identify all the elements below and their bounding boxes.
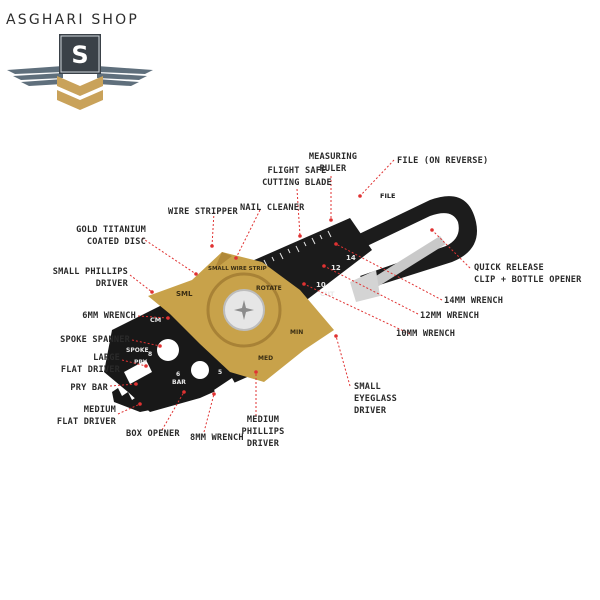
- callout-nail-cleaner: NAIL CLEANER: [240, 203, 305, 213]
- mark-file: FILE: [380, 192, 395, 200]
- callout-12mm-wrench: 12MM WRENCH: [420, 311, 480, 321]
- callout-box-opener: BOX OPENER: [126, 429, 180, 439]
- callout-small-eyeglass: SMALL EYEGLASS DRIVER: [354, 382, 397, 416]
- mark-fourteen: 14: [346, 254, 356, 262]
- callout-flight-safe-blade: FLIGHT SAFE CUTTING BLADE: [262, 166, 332, 188]
- callout-quick-release: QUICK RELEASE CLIP + BOTTLE OPENER: [474, 263, 582, 285]
- quick-release-clip: [336, 196, 477, 302]
- mark-size5: 5: [218, 369, 222, 376]
- mark-pry: PRY: [134, 359, 148, 366]
- callout-gold-titanium-disc: GOLD TITANIUM COATED DISC: [76, 225, 146, 247]
- mark-ten: 10: [316, 281, 326, 289]
- callout-measuring-ruler: MEASURING RULER: [308, 152, 358, 174]
- brand-block: ASGHARI SHOP S: [0, 0, 160, 120]
- mark-min: MIN: [290, 329, 303, 336]
- mark-med: MED: [258, 355, 273, 362]
- right-wing-icon: [97, 66, 153, 86]
- mark-strip: SMALL WIRE STRIP: [208, 266, 267, 272]
- phillips-screw-icon: [234, 300, 254, 320]
- mark-cm: CM: [150, 316, 161, 324]
- callout-14mm-wrench: 14MM WRENCH: [444, 296, 504, 306]
- left-wing-icon: [7, 66, 63, 86]
- callout-large-flat-driver: LARGE FLAT DRIVER: [60, 353, 120, 375]
- callout-medium-flat-driver: MEDIUM FLAT DRIVER: [56, 405, 116, 427]
- emblem-initials: S: [71, 41, 88, 69]
- leader-dots: [134, 194, 434, 406]
- mark-twelve: 12: [331, 264, 341, 272]
- mark-bar: BAR: [172, 379, 186, 386]
- callout-pry-bar: PRY BAR: [70, 383, 108, 393]
- callout-wire-stripper: WIRE STRIPPER: [168, 207, 238, 217]
- mark-rotate: ROTATE: [256, 285, 282, 292]
- brand-name: ASGHARI SHOP: [6, 12, 139, 28]
- callout-8mm-wrench: 8MM WRENCH: [190, 433, 244, 443]
- callout-medium-phillips: MEDIUM PHILLIPS DRIVER: [241, 415, 285, 449]
- callout-small-phillips: SMALL PHILLIPS DRIVER: [52, 267, 128, 289]
- winged-chevron-emblem-icon: S: [7, 34, 153, 110]
- mark-cut: CUT: [320, 290, 335, 298]
- mark-size8: 8: [148, 351, 152, 358]
- mark-size6: 6: [176, 371, 180, 378]
- mark-sml: SML: [176, 290, 193, 298]
- callout-10mm-wrench: 10MM WRENCH: [396, 329, 456, 339]
- callout-spoke-spanner: SPOKE SPANNER: [60, 335, 130, 345]
- leader-lines: [109, 159, 471, 433]
- callout-6mm-wrench: 6MM WRENCH: [82, 311, 136, 321]
- mark-spoke: SPOKE: [126, 347, 149, 354]
- callout-file-reverse: FILE (ON REVERSE): [397, 156, 489, 166]
- gold-disc: SML SMALL WIRE STRIP ROTATE MIN MED: [148, 252, 334, 382]
